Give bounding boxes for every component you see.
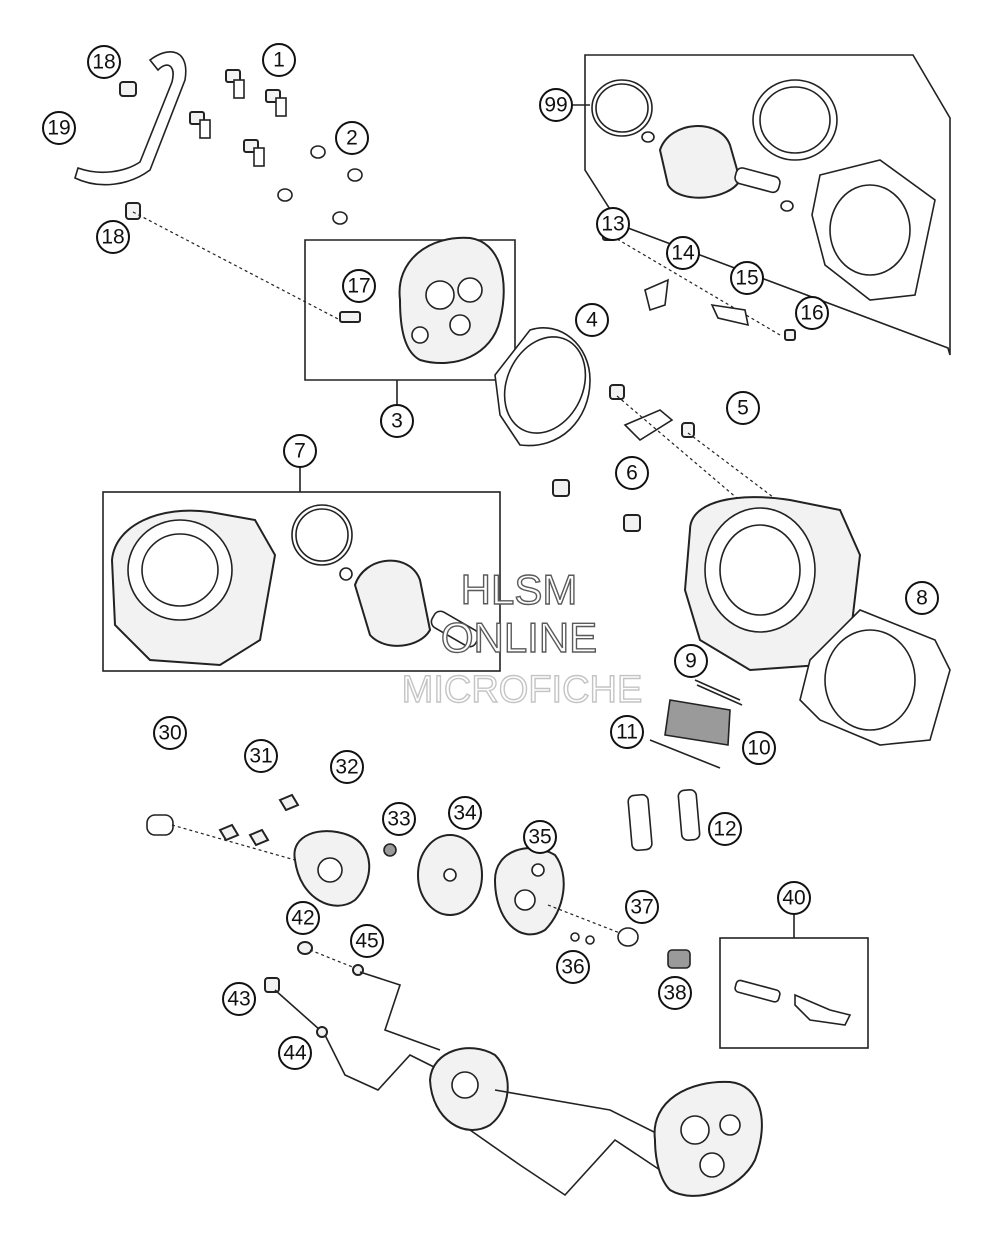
cylinder-head: [398, 236, 505, 365]
svg-text:9: 9: [685, 650, 697, 673]
small-bearing-parts: [627, 679, 743, 852]
kit-99-parts: [591, 79, 936, 301]
callout-8: 8: [905, 581, 939, 615]
svg-text:35: 35: [528, 826, 551, 849]
callout-13: 13: [596, 207, 630, 241]
svg-text:19: 19: [47, 117, 70, 140]
callout-31: 31: [244, 739, 278, 773]
small-balls: [570, 932, 580, 942]
svg-text:6: 6: [626, 462, 638, 485]
callout-4: 4: [575, 303, 609, 337]
callout-19: 19: [42, 111, 76, 145]
callout-18-top: 18: [87, 45, 121, 79]
callout-38: 38: [658, 976, 692, 1010]
svg-text:31: 31: [249, 745, 272, 768]
watermark: HLSM ONLINE MICROFICHE: [401, 565, 643, 711]
svg-text:43: 43: [227, 988, 250, 1011]
svg-text:5: 5: [737, 397, 749, 420]
svg-text:3: 3: [391, 410, 403, 433]
callout-40: 40: [777, 881, 811, 915]
svg-text:40: 40: [782, 887, 805, 910]
svg-text:42: 42: [291, 907, 314, 930]
callout-43: 43: [222, 982, 256, 1016]
callout-5: 5: [726, 391, 760, 425]
svg-text:4: 4: [586, 309, 598, 332]
svg-text:11: 11: [616, 721, 638, 744]
callout-45: 45: [350, 924, 384, 958]
watermark-line-2: ONLINE: [441, 614, 597, 661]
svg-text:12: 12: [713, 818, 736, 841]
valve-kit-parts: [734, 979, 852, 1026]
bottom-screws: [264, 941, 441, 1091]
callout-35: 35: [523, 820, 557, 854]
svg-text:10: 10: [747, 737, 770, 760]
circlip: [617, 927, 639, 947]
svg-text:2: 2: [346, 127, 358, 150]
svg-text:32: 32: [335, 756, 358, 779]
callout-2: 2: [335, 121, 369, 155]
svg-text:17: 17: [347, 275, 370, 298]
callout-17: 17: [342, 269, 376, 303]
valve-housing: [493, 847, 565, 936]
callout-44: 44: [278, 1036, 312, 1070]
water-hose: [74, 51, 187, 186]
svg-text:16: 16: [800, 302, 823, 325]
callout-6: 6: [615, 456, 649, 490]
callout-16: 16: [795, 296, 829, 330]
callout-37: 37: [625, 890, 659, 924]
callout-15: 15: [730, 261, 764, 295]
svg-text:15: 15: [735, 267, 758, 290]
callout-9: 9: [674, 644, 708, 678]
callout-32: 32: [330, 750, 364, 784]
callout-12: 12: [708, 812, 742, 846]
svg-text:44: 44: [283, 1042, 307, 1065]
bottom-cover-assembly: [428, 1047, 509, 1131]
callout-11: 11: [610, 715, 644, 749]
watermark-line-1: HLSM: [461, 566, 578, 613]
cylinder-kit-box: [102, 491, 501, 672]
callout-3: 3: [380, 404, 414, 438]
callout-1: 1: [262, 43, 296, 77]
diaphragm: [417, 834, 483, 916]
svg-text:99: 99: [544, 94, 567, 117]
callout-7: 7: [283, 434, 317, 468]
spring: [667, 949, 691, 969]
head-screws: [189, 69, 287, 167]
svg-text:36: 36: [561, 956, 584, 979]
callout-34: 34: [448, 796, 482, 830]
svg-text:7: 7: [294, 440, 306, 463]
svg-text:37: 37: [630, 896, 653, 919]
watermark-line-3: MICROFICHE: [402, 669, 643, 711]
bottom-cylinder-head: [653, 1080, 763, 1197]
svg-text:34: 34: [453, 802, 477, 825]
cylinder-assembled: [552, 384, 862, 672]
svg-text:14: 14: [671, 242, 695, 265]
callout-18-bottom: 18: [96, 220, 130, 254]
hose-clamp-bottom: [125, 202, 141, 220]
svg-text:33: 33: [387, 808, 410, 831]
callout-99: 99: [539, 88, 573, 122]
callout-14: 14: [666, 236, 700, 270]
svg-text:13: 13: [601, 213, 624, 236]
kit-99-outline: [584, 54, 951, 356]
svg-text:45: 45: [355, 930, 378, 953]
svg-text:38: 38: [663, 982, 686, 1005]
temperature-sensor: [339, 311, 361, 323]
callout-36: 36: [556, 950, 590, 984]
svg-text:1: 1: [273, 49, 285, 72]
svg-text:18: 18: [92, 51, 115, 74]
svg-text:8: 8: [916, 587, 928, 610]
svg-text:30: 30: [158, 722, 181, 745]
cover-parts: [146, 793, 397, 907]
head-washers: [277, 145, 363, 225]
callout-10: 10: [742, 731, 776, 765]
exhaust-control-parts: [602, 229, 796, 341]
cylinder-kit: [110, 504, 480, 667]
hose-clamp-top: [119, 81, 137, 97]
callout-42: 42: [286, 901, 320, 935]
svg-text:18: 18: [101, 226, 124, 249]
callout-33: 33: [382, 802, 416, 836]
callout-30: 30: [153, 716, 187, 750]
